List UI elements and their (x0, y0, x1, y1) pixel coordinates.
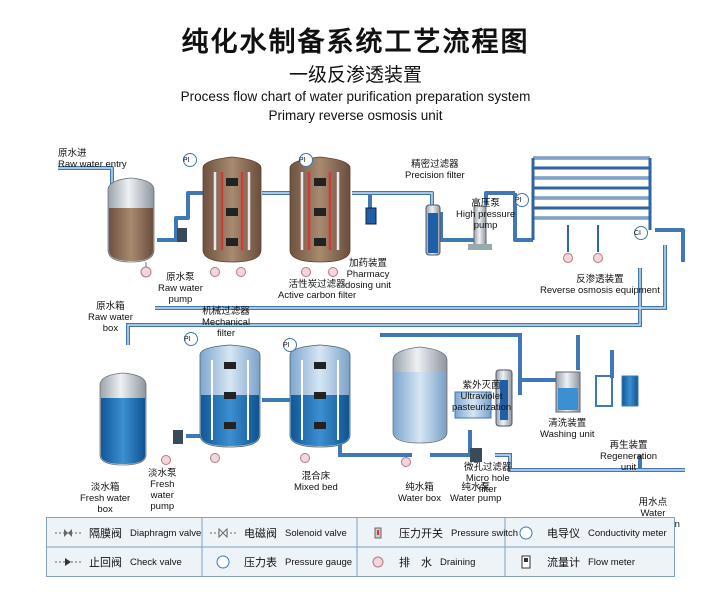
pressure-gauge-label: PI (299, 157, 306, 164)
active-carbon-filter-vessel (289, 156, 351, 263)
dosing-unit-shape (365, 207, 377, 225)
subtitle-chinese: 一级反渗透装置 (288, 65, 422, 86)
conductivity-meter-icon (519, 526, 533, 540)
raw-water-pump-shape (177, 228, 187, 242)
pressure-gauge-label: PI (515, 197, 522, 204)
pressure-gauge-label: PI (183, 157, 190, 164)
solenoid-valve-icon (210, 528, 236, 538)
fresh-water-box-tank (99, 372, 147, 466)
reverse-osmosis-rack (531, 156, 652, 252)
subtitle-english: Primary reverse osmosis unit (268, 108, 443, 123)
mixed-bed-vessel-1 (199, 344, 261, 448)
mechanical-filter-vessel (202, 156, 262, 263)
raw-water-box-tank (107, 177, 155, 263)
pipe-raw-entry (58, 166, 114, 185)
pure-water-box-tank (392, 346, 448, 444)
pressure-gauge-label: PI (184, 336, 191, 343)
check-valve-icon (55, 558, 81, 566)
drain-icon (372, 556, 384, 568)
mixed-bed-vessel-2 (289, 344, 351, 448)
flow-meter-icon (521, 555, 531, 569)
diaphragm-valve-icon (55, 529, 81, 537)
conductivity-meter-label: CI (634, 230, 641, 237)
pressure-switch-icon (374, 527, 382, 539)
legend-grid (47, 518, 674, 576)
title-english: Process flow chart of water purification… (180, 89, 531, 104)
pressure-gauge-icon (216, 555, 230, 569)
pressure-gauge-label: PI (283, 342, 290, 349)
title-chinese: 纯化水制备系统工艺流程图 (181, 27, 530, 57)
